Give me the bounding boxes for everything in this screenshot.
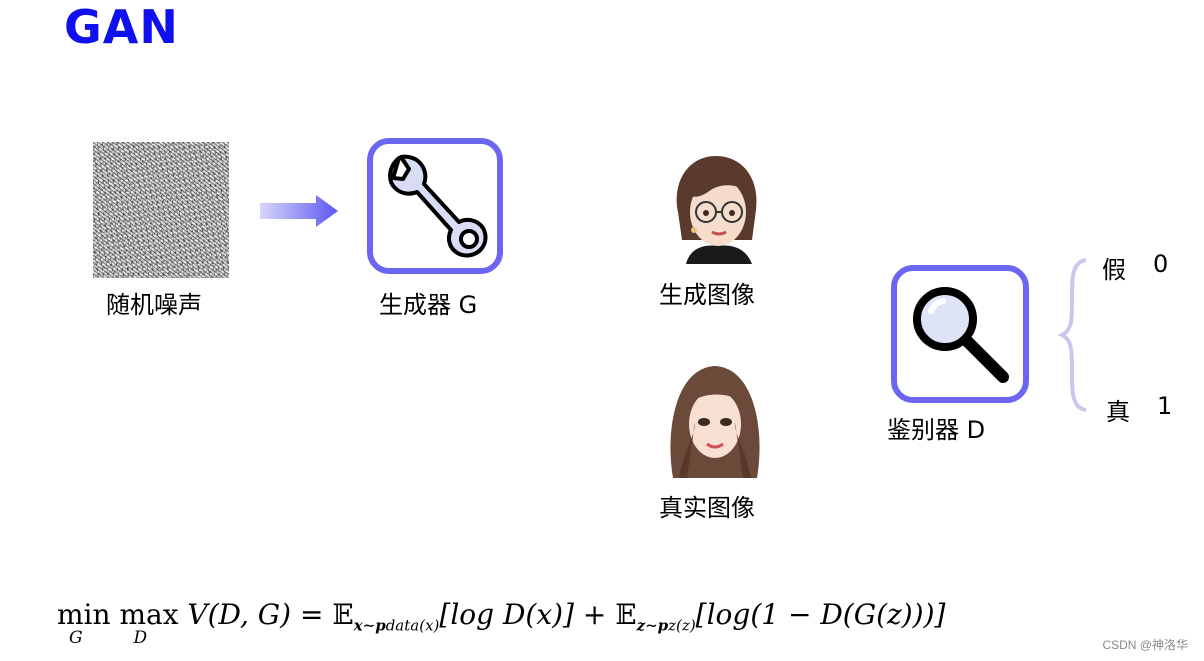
generated-face-image: [668, 152, 764, 264]
formula-max-sub: D: [133, 628, 148, 648]
fake-label: 假: [1102, 256, 1126, 284]
brace-icon: [1058, 258, 1087, 412]
formula-term1-body: [log D(x)] +: [439, 598, 616, 631]
real-face-image: [665, 362, 765, 478]
formula-term2-sub2: z(z): [668, 616, 696, 635]
formula-expectation-1: 𝔼: [332, 598, 354, 631]
generator-label: 生成器 G: [379, 291, 478, 319]
formula-term2-sub: z∼p: [636, 616, 669, 635]
discriminator-box: [891, 265, 1029, 403]
watermark: CSDN @神洛华: [1102, 638, 1188, 652]
formula-term1-sub2: data(x): [385, 616, 440, 635]
real-value: 1: [1157, 392, 1173, 420]
fake-value: 0: [1153, 250, 1169, 278]
discriminator-label: 鉴别器 D: [887, 416, 986, 444]
noise-label: 随机噪声: [106, 291, 202, 319]
magnifier-icon: [913, 287, 1009, 383]
formula-min-sub: G: [69, 628, 83, 648]
wrench-icon: [388, 154, 488, 258]
page-title: GAN: [64, 0, 179, 54]
generated-image-label: 生成图像: [659, 281, 755, 309]
real-image-label: 真实图像: [659, 494, 755, 522]
arrow-icon: [260, 195, 338, 227]
noise-image: [93, 142, 229, 278]
generator-box: [367, 138, 503, 274]
formula-expectation-2: 𝔼: [615, 598, 637, 631]
formula-term1-sub: x∼p: [353, 616, 386, 635]
formula-term2-body: [log(1 − D(G(z)))]: [695, 598, 946, 631]
real-label: 真: [1106, 398, 1130, 426]
